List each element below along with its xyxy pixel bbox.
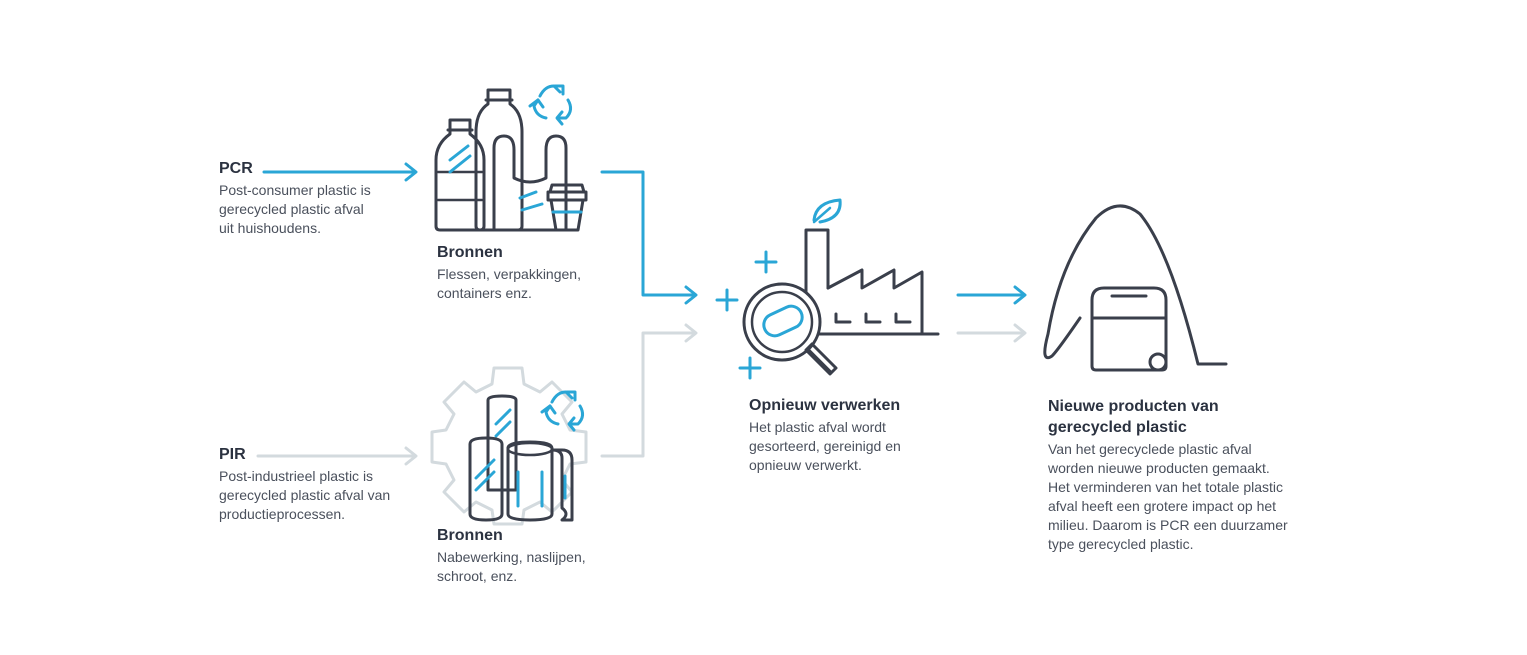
magnifier-icon: [742, 282, 838, 376]
products-block: Nieuwe producten van gerecycled plastic …: [1048, 396, 1328, 554]
recycle-icon: [540, 390, 585, 432]
pcr-description: Post-consumer plastic is gerecycled plas…: [219, 182, 371, 236]
sparkle-icon: [715, 250, 778, 380]
products-description: Van het gerecyclede plastic afval worden…: [1048, 441, 1288, 552]
sources-bottom-description: Nabewerking, naslijpen, schroot, enz.: [437, 549, 586, 584]
leaf-icon: [812, 198, 842, 224]
products-title: Nieuwe producten van gerecycled plastic: [1048, 398, 1219, 436]
pir-title: PIR: [219, 446, 246, 463]
process-title: Opnieuw verwerken: [749, 397, 901, 414]
output-arrow-grey: [956, 323, 1027, 343]
pir-block: PIR Post-industrieel plastic is gerecycl…: [219, 444, 429, 524]
bottles-bag-cup-icon: [434, 88, 588, 232]
sources-bottom-block: Bronnen Nabewerking, naslijpen, schroot,…: [437, 525, 637, 586]
sources-top-title: Bronnen: [437, 244, 503, 261]
output-arrow-blue: [956, 285, 1027, 305]
process-block: Opnieuw verwerken Het plastic afval word…: [749, 395, 959, 475]
pir-flow-line: [600, 323, 698, 458]
pir-arrow: [256, 446, 418, 466]
sources-top-description: Flessen, verpakkingen, containers enz.: [437, 266, 581, 301]
factory-icon: [804, 228, 940, 336]
pir-description: Post-industrieel plastic is gerecycled p…: [219, 468, 391, 522]
sources-top-block: Bronnen Flessen, verpakkingen, container…: [437, 242, 637, 303]
process-description: Het plastic afval wordt gesorteerd, gere…: [749, 419, 901, 473]
pcr-flow-line: [600, 170, 698, 305]
pcr-title: PCR: [219, 160, 253, 177]
pcr-block: PCR Post-consumer plastic is gerecycled …: [219, 158, 419, 238]
pcr-arrow: [262, 162, 418, 182]
sources-bottom-title: Bronnen: [437, 527, 503, 544]
vacuum-cleaner-icon: [1043, 204, 1228, 372]
gear-rolls-icon: [430, 366, 588, 526]
recycle-icon: [528, 84, 573, 126]
